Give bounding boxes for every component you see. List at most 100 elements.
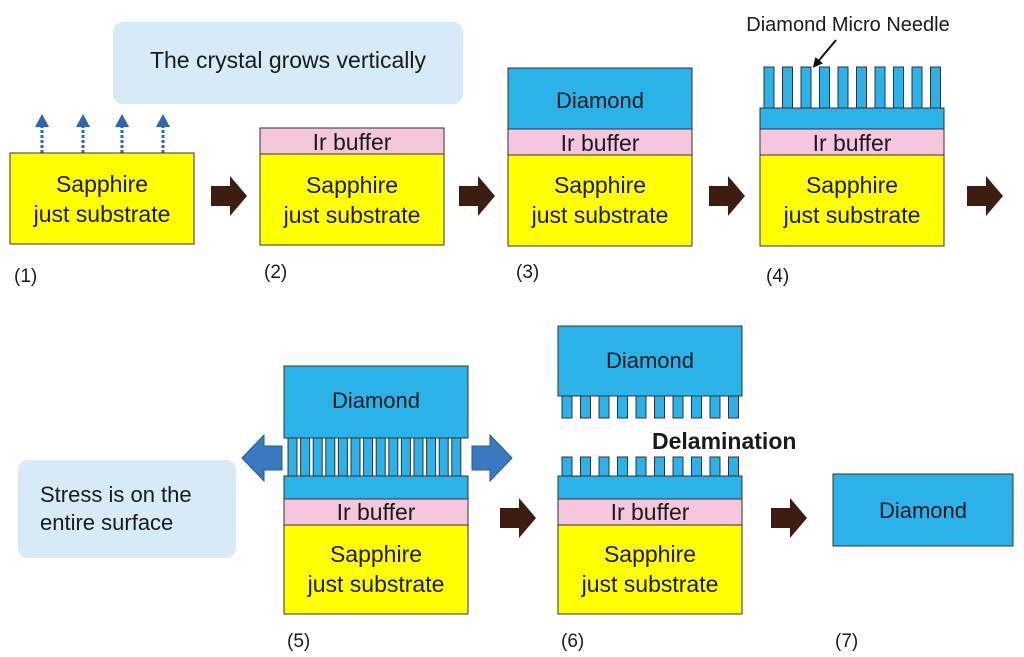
sapphire-label: Sapphire	[306, 172, 398, 198]
step-number: (7)	[835, 631, 858, 652]
micro-needle	[728, 395, 739, 419]
step-3-stack: Diamond Ir buffer Sapphire just substrat…	[507, 67, 693, 247]
micro-needle	[287, 437, 298, 477]
diamond-label: Diamond	[556, 88, 644, 113]
micro-needle	[400, 437, 411, 477]
ir-buffer-layer	[259, 127, 445, 155]
step-4-stack: Diamond Micro Needle Ir buffer Sapphire …	[746, 14, 950, 247]
micro-needle	[782, 66, 793, 109]
stress-arrow-left-icon	[241, 433, 283, 483]
micro-needle	[654, 395, 665, 419]
micro-needle	[561, 456, 573, 477]
step-number: (4)	[766, 266, 789, 287]
stress-note-line1: Stress is on the	[40, 482, 192, 507]
micro-needle	[617, 395, 628, 419]
sapphire-label: just substrate	[307, 571, 445, 597]
micro-needle	[837, 66, 849, 109]
sapphire-label: Sapphire	[806, 172, 898, 198]
micro-needle	[893, 66, 904, 109]
step-2-stack: Ir buffer Sapphire just substrate	[259, 127, 445, 246]
growth-note-text: The crystal grows vertically	[150, 47, 427, 73]
micro-needle	[672, 395, 684, 419]
micro-needle	[856, 66, 867, 109]
micro-needle	[654, 456, 665, 477]
needle-annotation: Diamond Micro Needle	[746, 14, 949, 36]
diamond-layer	[283, 475, 469, 500]
sapphire-label: just substrate	[33, 201, 171, 227]
growth-arrow-icon	[156, 114, 170, 153]
diamond-layer	[759, 107, 945, 130]
micro-needle	[728, 456, 739, 477]
stress-arrow-right-icon	[471, 433, 513, 483]
micro-needle	[325, 437, 336, 477]
diamond-layer	[283, 365, 469, 439]
sapphire-layer	[507, 154, 693, 247]
growth-arrow-icon	[115, 114, 129, 153]
micro-needle	[617, 456, 628, 477]
needle-row	[287, 437, 462, 477]
needle-pointer-icon	[812, 39, 837, 68]
stress-note: Stress is on the entire surface	[18, 460, 236, 558]
micro-needle	[350, 437, 361, 477]
micro-needle	[691, 456, 702, 477]
ir-buffer-label: Ir buffer	[813, 130, 892, 156]
growth-arrow-icon	[35, 114, 49, 153]
micro-needle	[672, 456, 684, 477]
diamond-label: Diamond	[332, 388, 420, 413]
ir-buffer-layer	[557, 498, 743, 526]
micro-needle	[709, 456, 721, 477]
diamond-label: Diamond	[879, 498, 967, 523]
step-6-stack: Diamond Delamination Ir buffer Sapphire …	[557, 325, 796, 615]
step-arrow-icon	[967, 176, 1003, 216]
sapphire-layer	[759, 154, 945, 247]
growth-note: The crystal grows vertically	[113, 22, 463, 104]
micro-needle	[451, 437, 462, 477]
micro-needle	[709, 395, 721, 419]
sapphire-layer	[259, 153, 445, 246]
micro-needle	[691, 395, 702, 419]
step-arrow-icon	[211, 176, 247, 216]
micro-needle	[598, 395, 610, 419]
micro-needle	[819, 66, 830, 109]
diamond-layer	[832, 473, 1014, 547]
ir-buffer-layer	[507, 128, 693, 156]
micro-needle	[635, 456, 647, 477]
micro-needle	[561, 395, 573, 419]
growth-arrows	[35, 114, 170, 153]
ir-buffer-label: Ir buffer	[313, 129, 392, 155]
sapphire-label: just substrate	[783, 202, 921, 228]
micro-needle	[911, 66, 923, 109]
delamination-label: Delamination	[652, 428, 796, 454]
needle-row	[763, 66, 941, 109]
micro-needle	[580, 456, 591, 477]
ir-buffer-label: Ir buffer	[337, 499, 416, 525]
growth-arrow-icon	[76, 114, 90, 153]
step-number: (2)	[264, 262, 287, 283]
step-1-stack: Sapphire just substrate	[9, 114, 195, 245]
micro-needle	[363, 437, 374, 477]
sapphire-label: Sapphire	[330, 541, 422, 567]
sapphire-layer	[557, 524, 743, 615]
micro-needle	[930, 66, 941, 109]
sapphire-layer	[9, 152, 195, 245]
step-number: (1)	[14, 266, 37, 287]
step-5-stack: Diamond Ir buffer Sapphire just substrat…	[241, 365, 513, 615]
micro-needle	[300, 437, 311, 477]
micro-needle	[413, 437, 424, 477]
micro-needle	[337, 437, 348, 477]
step-number: (6)	[561, 631, 584, 652]
ir-buffer-layer	[283, 498, 469, 526]
sapphire-layer	[283, 524, 469, 615]
micro-needle	[580, 395, 591, 419]
stress-note-line2: entire surface	[40, 510, 173, 535]
step-number: (3)	[516, 262, 539, 283]
sapphire-label: just substrate	[531, 202, 669, 228]
sapphire-label: just substrate	[581, 571, 719, 597]
micro-needle	[375, 437, 386, 477]
micro-needle	[800, 66, 812, 109]
micro-needle	[635, 395, 647, 419]
micro-needle	[312, 437, 323, 477]
step-number: (5)	[287, 631, 310, 652]
needle-row	[561, 395, 739, 419]
